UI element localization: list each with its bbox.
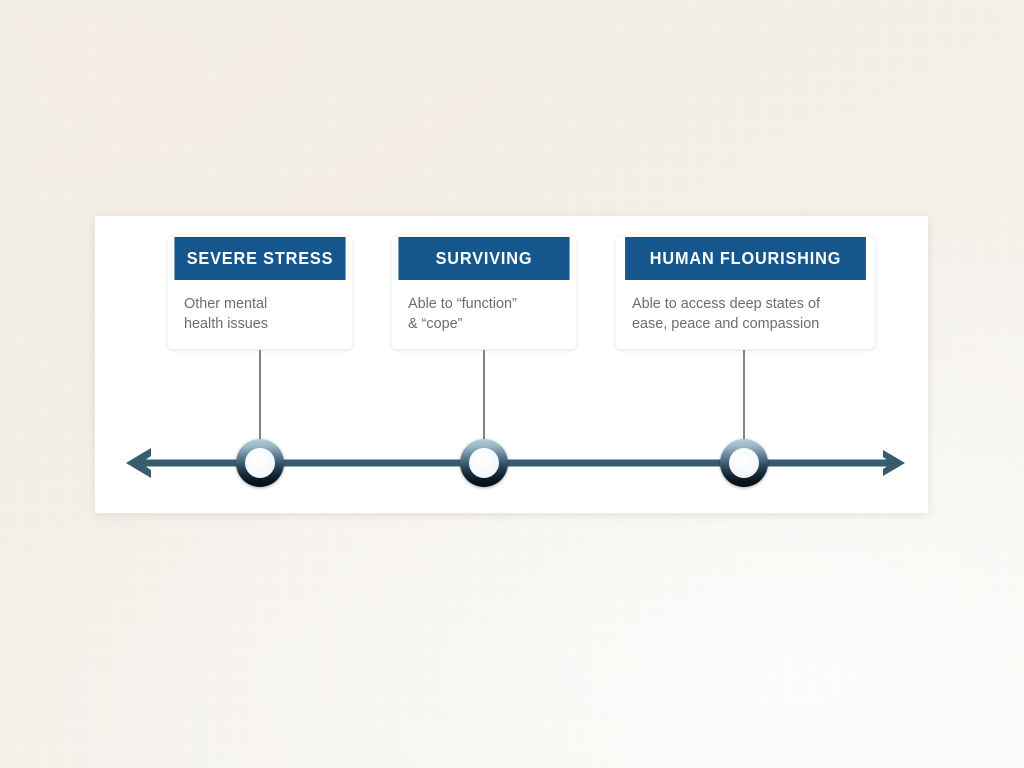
stage-description-human-flourishing: Able to access deep states of ease, peac…	[616, 279, 875, 350]
stage-title-human-flourishing: HUMAN FLOURISHING	[625, 237, 866, 280]
stage-description-severe-stress: Other mental health issues	[168, 279, 352, 350]
stage-description-line: ease, peace and compassion	[632, 315, 820, 332]
timeline-node-core	[729, 448, 759, 478]
stage-description-line: Able to access deep states of	[632, 295, 820, 312]
timeline-node-human-flourishing[interactable]	[720, 439, 768, 487]
connector-line-human-flourishing	[743, 350, 745, 460]
stage-card-human-flourishing[interactable]: HUMAN FLOURISHING Able to access deep st…	[616, 237, 875, 350]
timeline-node-core	[245, 448, 275, 478]
timeline-node-surviving[interactable]	[460, 439, 508, 487]
connector-line-surviving	[483, 350, 485, 460]
timeline-node-core	[469, 448, 499, 478]
stage-title-severe-stress: SEVERE STRESS	[174, 237, 346, 280]
stage-description-line: Able to “function”	[408, 295, 517, 312]
stage-description-line: health issues	[184, 315, 268, 332]
slide-panel: SEVERE STRESS Other mental health issues…	[95, 216, 928, 513]
arrow-right-icon	[883, 450, 905, 476]
stage-description-surviving: Able to “function” & “cope”	[392, 279, 576, 350]
stage-card-severe-stress[interactable]: SEVERE STRESS Other mental health issues	[168, 237, 352, 350]
stage-title-surviving: SURVIVING	[398, 237, 570, 280]
arrow-left-icon	[126, 448, 151, 478]
stage-card-surviving[interactable]: SURVIVING Able to “function” & “cope”	[392, 237, 576, 350]
stage-description-line: & “cope”	[408, 315, 463, 332]
connector-line-severe-stress	[259, 350, 261, 460]
timeline-node-severe-stress[interactable]	[236, 439, 284, 487]
stage-description-line: Other mental	[184, 295, 268, 312]
